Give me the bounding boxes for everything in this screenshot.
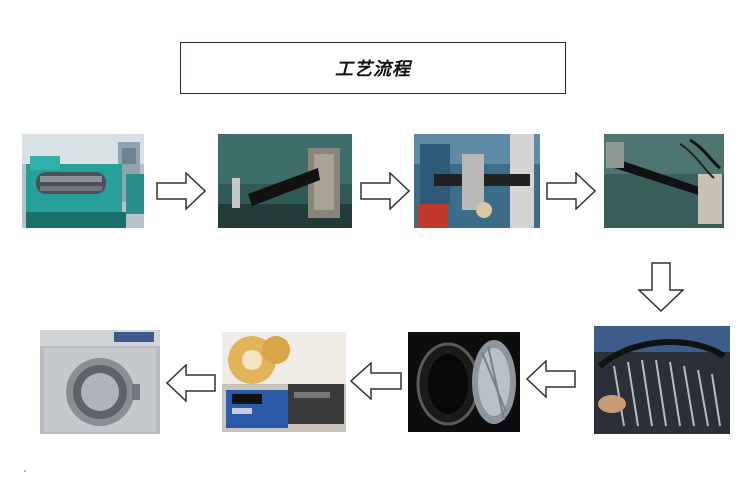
step-2-photo bbox=[218, 134, 352, 228]
arrow-left-icon bbox=[526, 360, 576, 398]
arrow-left-icon bbox=[166, 364, 216, 402]
vulcanizing-tank-icon bbox=[408, 332, 520, 432]
step-3-photo bbox=[414, 134, 540, 228]
automatic-cutting-machine-icon bbox=[222, 332, 346, 432]
arrow-right-2 bbox=[360, 172, 410, 210]
step-6-photo bbox=[408, 332, 520, 432]
arrow-right-icon bbox=[156, 172, 206, 210]
stray-dot bbox=[24, 470, 26, 472]
step-8-photo bbox=[40, 330, 160, 434]
arrow-left-icon bbox=[350, 362, 402, 400]
industrial-washing-machine-icon bbox=[40, 330, 160, 434]
step-5-photo bbox=[594, 326, 730, 434]
strip-cutting-machine-icon bbox=[414, 134, 540, 228]
arrow-left-1 bbox=[526, 360, 576, 398]
title-box: 工艺流程 bbox=[180, 42, 566, 94]
step-4-photo bbox=[604, 134, 724, 228]
arrow-down bbox=[638, 262, 684, 312]
arrow-right-icon bbox=[546, 172, 596, 210]
diagram-title: 工艺流程 bbox=[335, 59, 411, 80]
strip-forming-icon bbox=[604, 134, 724, 228]
arrow-right-3 bbox=[546, 172, 596, 210]
mold-rack-icon bbox=[594, 326, 730, 434]
step-7-photo bbox=[222, 332, 346, 432]
arrow-right-1 bbox=[156, 172, 206, 210]
arrow-left-3 bbox=[166, 364, 216, 402]
step-1-photo bbox=[22, 134, 144, 228]
arrow-down-icon bbox=[638, 262, 684, 312]
rubber-mixing-mill-icon bbox=[22, 134, 144, 228]
rubber-strip-extrusion-icon bbox=[218, 134, 352, 228]
arrow-left-2 bbox=[350, 362, 402, 400]
arrow-right-icon bbox=[360, 172, 410, 210]
